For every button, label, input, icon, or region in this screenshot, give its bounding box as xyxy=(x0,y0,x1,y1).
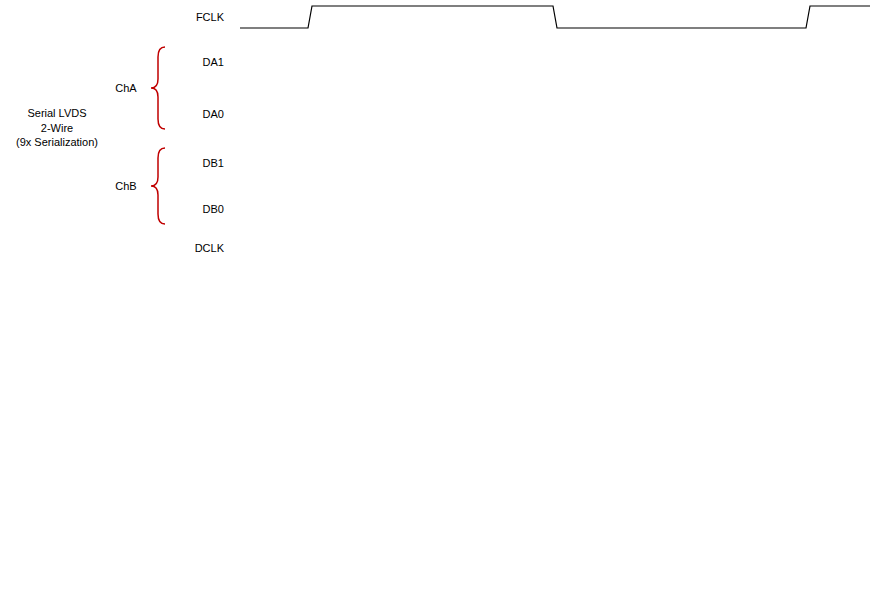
section-label: Serial LVDS xyxy=(27,107,86,119)
channel-label: ChA xyxy=(115,82,137,94)
signal-label-dclk: DCLK xyxy=(195,242,225,254)
signal-label-da0: DA0 xyxy=(203,108,224,120)
section-label: (9x Serialization) xyxy=(16,136,98,148)
signal-label-da1: DA1 xyxy=(203,56,224,68)
signal-label-db0: DB0 xyxy=(203,203,224,215)
channel-label: ChB xyxy=(115,180,136,192)
fclk-wave xyxy=(240,6,870,28)
channel-brace xyxy=(151,47,165,129)
signal-label-db1: DB1 xyxy=(203,157,224,169)
signal-label-fclk: FCLK xyxy=(196,11,225,23)
section-label: 2-Wire xyxy=(41,122,73,134)
channel-brace xyxy=(151,148,165,224)
